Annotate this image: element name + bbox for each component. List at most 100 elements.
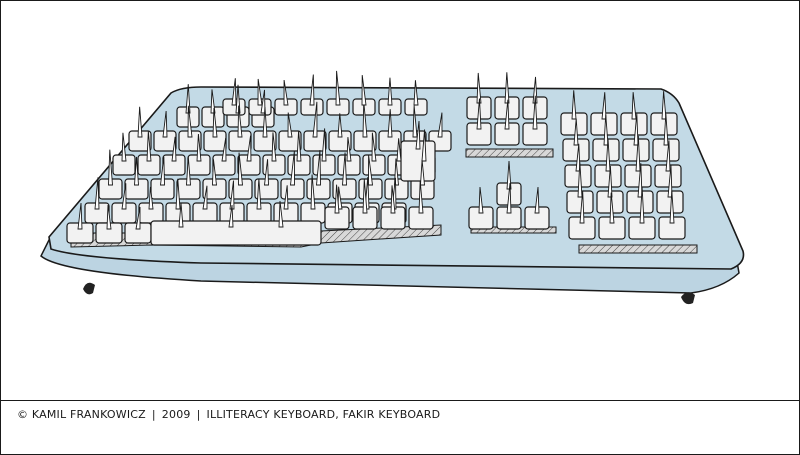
spiked-keyboard-icon xyxy=(40,70,745,305)
spike xyxy=(221,137,227,162)
key-cap xyxy=(150,220,322,246)
spike xyxy=(607,165,613,198)
spike xyxy=(362,101,368,138)
keyboard-keys xyxy=(66,96,686,246)
keyboard-spikes xyxy=(77,70,675,230)
caption-year: 2009 xyxy=(161,408,191,421)
spike xyxy=(337,186,343,210)
spike xyxy=(162,110,168,138)
spike xyxy=(212,159,218,186)
spike xyxy=(108,149,113,186)
spike xyxy=(601,92,607,120)
spike xyxy=(312,101,318,138)
spike xyxy=(316,149,321,186)
spike xyxy=(506,182,512,214)
spike xyxy=(637,163,643,198)
spike xyxy=(368,155,374,186)
spike xyxy=(310,174,316,210)
spike xyxy=(663,113,669,146)
spike xyxy=(573,118,579,146)
spike xyxy=(94,177,100,210)
spike xyxy=(237,105,243,138)
spike xyxy=(202,185,208,210)
spike xyxy=(609,192,615,224)
spike xyxy=(287,112,293,138)
spike xyxy=(396,138,402,162)
spike xyxy=(186,156,191,186)
spike xyxy=(669,190,675,224)
spike xyxy=(256,178,262,210)
spike xyxy=(106,204,112,230)
spike xyxy=(212,107,218,138)
spike xyxy=(196,134,202,162)
spike xyxy=(534,186,540,214)
spike xyxy=(631,92,637,120)
spike xyxy=(228,204,234,228)
spike xyxy=(146,131,152,162)
spike xyxy=(476,98,482,130)
spike xyxy=(257,78,263,106)
spike xyxy=(420,159,425,186)
spike xyxy=(337,113,343,138)
spike xyxy=(390,185,396,214)
spike xyxy=(238,152,244,186)
spike xyxy=(579,190,585,224)
spike xyxy=(283,79,289,106)
caption-separator: | xyxy=(151,408,156,421)
caption-divider xyxy=(1,400,799,401)
spike xyxy=(246,135,252,162)
spike xyxy=(633,113,639,146)
spike xyxy=(231,78,237,106)
caption-title: ILLITERACY KEYBOARD, FAKIR KEYBOARD xyxy=(206,408,441,421)
spike xyxy=(639,187,645,224)
spike xyxy=(171,136,177,162)
spike xyxy=(421,129,427,162)
spike xyxy=(148,186,154,210)
spike xyxy=(412,105,418,138)
spike xyxy=(342,152,347,186)
spike xyxy=(532,95,538,130)
spike xyxy=(262,107,268,138)
spike xyxy=(635,135,641,172)
spike xyxy=(335,70,341,106)
spike xyxy=(437,112,443,138)
spike xyxy=(309,74,315,106)
spike xyxy=(321,128,327,162)
spike xyxy=(478,186,484,214)
spike xyxy=(665,140,671,172)
spike xyxy=(283,185,289,210)
spike xyxy=(334,184,340,214)
spike xyxy=(178,202,184,228)
spike xyxy=(577,162,583,198)
spike xyxy=(278,200,284,228)
spike xyxy=(661,91,667,120)
spike xyxy=(134,156,139,186)
spike xyxy=(271,132,277,162)
spike xyxy=(415,120,421,150)
spike xyxy=(418,180,424,214)
spike xyxy=(175,178,181,210)
spike xyxy=(260,89,266,114)
spike xyxy=(121,132,127,162)
spike xyxy=(575,143,581,172)
spike xyxy=(137,106,143,138)
spike xyxy=(371,132,377,162)
spike xyxy=(159,156,165,186)
spike xyxy=(135,206,141,230)
spike xyxy=(77,202,83,230)
spike xyxy=(667,165,673,198)
spike xyxy=(346,137,352,162)
spike xyxy=(361,75,367,106)
spike xyxy=(504,99,510,130)
spike xyxy=(605,138,611,172)
spike xyxy=(571,90,577,120)
spike xyxy=(289,150,295,186)
caption-separator: | xyxy=(196,408,201,421)
spike xyxy=(387,77,393,106)
copyright-credit: © KAMIL FRANKOWICZ xyxy=(17,408,146,421)
spike xyxy=(362,179,368,214)
spike xyxy=(413,80,419,106)
spike xyxy=(187,105,193,138)
spike xyxy=(296,130,302,162)
